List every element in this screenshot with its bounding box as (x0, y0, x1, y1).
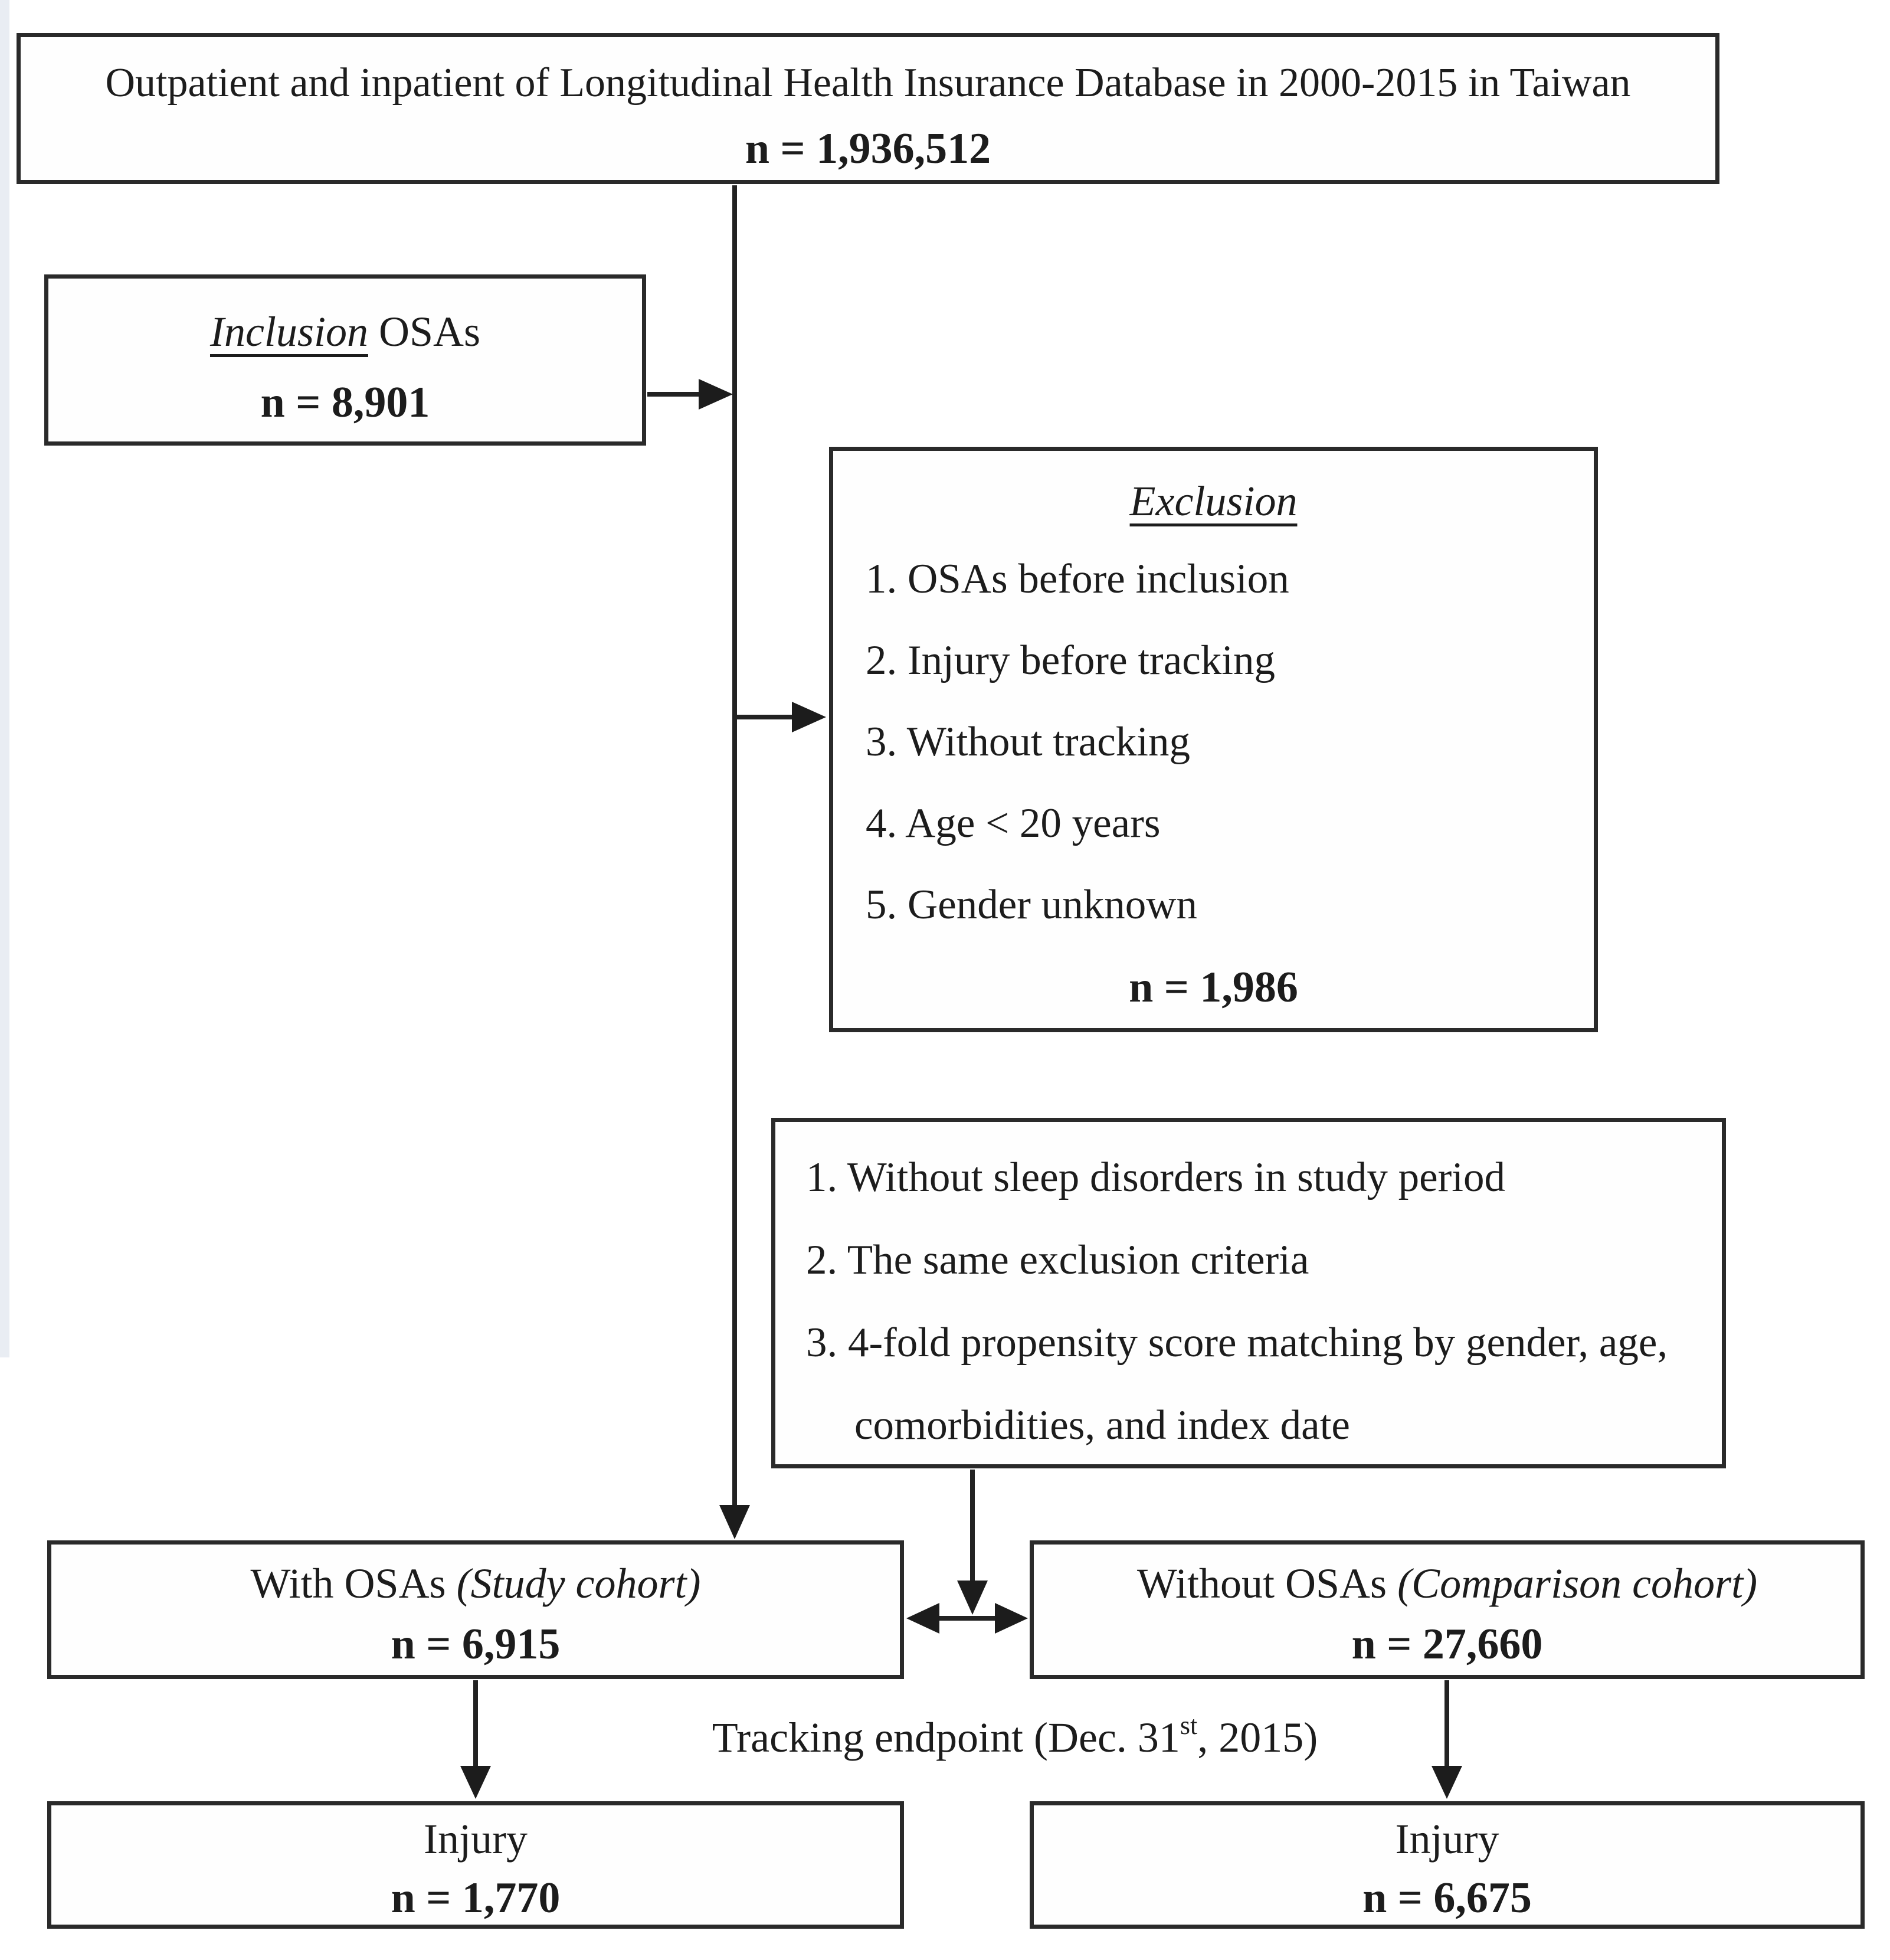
study-cohort-box: With OSAs (Study cohort) n = 6,915 (47, 1540, 904, 1679)
inclusion-box: Inclusion OSAs n = 8,901 (44, 274, 646, 446)
exclusion-title: Exclusion (1129, 477, 1298, 525)
matching-item: 3. 4-fold propensity score matching by g… (806, 1320, 1668, 1366)
exclusion-n: n = 1,986 (1129, 963, 1298, 1012)
matching-criteria-box: 1. Without sleep disorders in study peri… (771, 1118, 1726, 1468)
study-cohort-n: n = 6,915 (391, 1620, 561, 1668)
tracking-endpoint-label: Tracking endpoint (Dec. 31st, 2015) (712, 1711, 1318, 1761)
arrow-matching-down-icon (957, 1470, 988, 1615)
comparison-cohort-title: Without OSAs (Comparison cohort) (1136, 1560, 1758, 1607)
matching-item: 2. The same exclusion criteria (806, 1237, 1309, 1283)
arrow-exclusion-right-icon (736, 702, 826, 732)
matching-item: 1. Without sleep disorders in study peri… (806, 1154, 1505, 1200)
database-box: Outpatient and inpatient of Longitudinal… (17, 33, 1719, 184)
arrow-double-horizontal-icon (906, 1603, 1028, 1634)
injury-comparison-n: n = 6,675 (1362, 1874, 1532, 1922)
exclusion-item: 5. Gender unknown (866, 882, 1197, 928)
study-cohort-title-italic: (Study cohort) (446, 1560, 701, 1607)
inclusion-n: n = 8,901 (260, 378, 430, 427)
arrow-study-down-icon (460, 1680, 491, 1799)
database-title: Outpatient and inpatient of Longitudinal… (105, 60, 1631, 106)
arrow-inclusion-right-icon (647, 379, 733, 410)
inclusion-title: Inclusion OSAs (48, 299, 642, 365)
inclusion-title-rest: OSAs (368, 308, 481, 355)
injury-comparison-title: Injury (1395, 1815, 1499, 1863)
comparison-cohort-box: Without OSAs (Comparison cohort) n = 27,… (1030, 1540, 1865, 1679)
comparison-cohort-title-italic: (Comparison cohort) (1387, 1560, 1758, 1607)
database-n: n = 1,936,512 (745, 125, 991, 173)
exclusion-item: 4. Age < 20 years (866, 800, 1161, 846)
comparison-cohort-n: n = 27,660 (1351, 1620, 1543, 1668)
study-cohort-title: With OSAs (Study cohort) (250, 1560, 701, 1607)
exclusion-item: 1. OSAs before inclusion (866, 556, 1289, 602)
matching-item-continuation: comorbidities, and index date (854, 1402, 1350, 1448)
injury-study-box: Injury n = 1,770 (47, 1801, 904, 1929)
injury-comparison-box: Injury n = 6,675 (1030, 1801, 1865, 1929)
tracking-endpoint-superscript: st (1180, 1711, 1198, 1740)
arrow-main-down-icon (719, 185, 750, 1539)
inclusion-title-italic: Inclusion (209, 308, 368, 355)
arrow-comparison-down-icon (1432, 1680, 1462, 1799)
scan-artifact-strip (0, 0, 9, 1357)
injury-study-n: n = 1,770 (391, 1874, 561, 1922)
exclusion-item: 3. Without tracking (866, 719, 1190, 765)
exclusion-box: Exclusion 1. OSAs before inclusion 2. In… (829, 447, 1598, 1032)
injury-study-title: Injury (424, 1815, 528, 1863)
exclusion-item: 2. Injury before tracking (866, 637, 1275, 683)
